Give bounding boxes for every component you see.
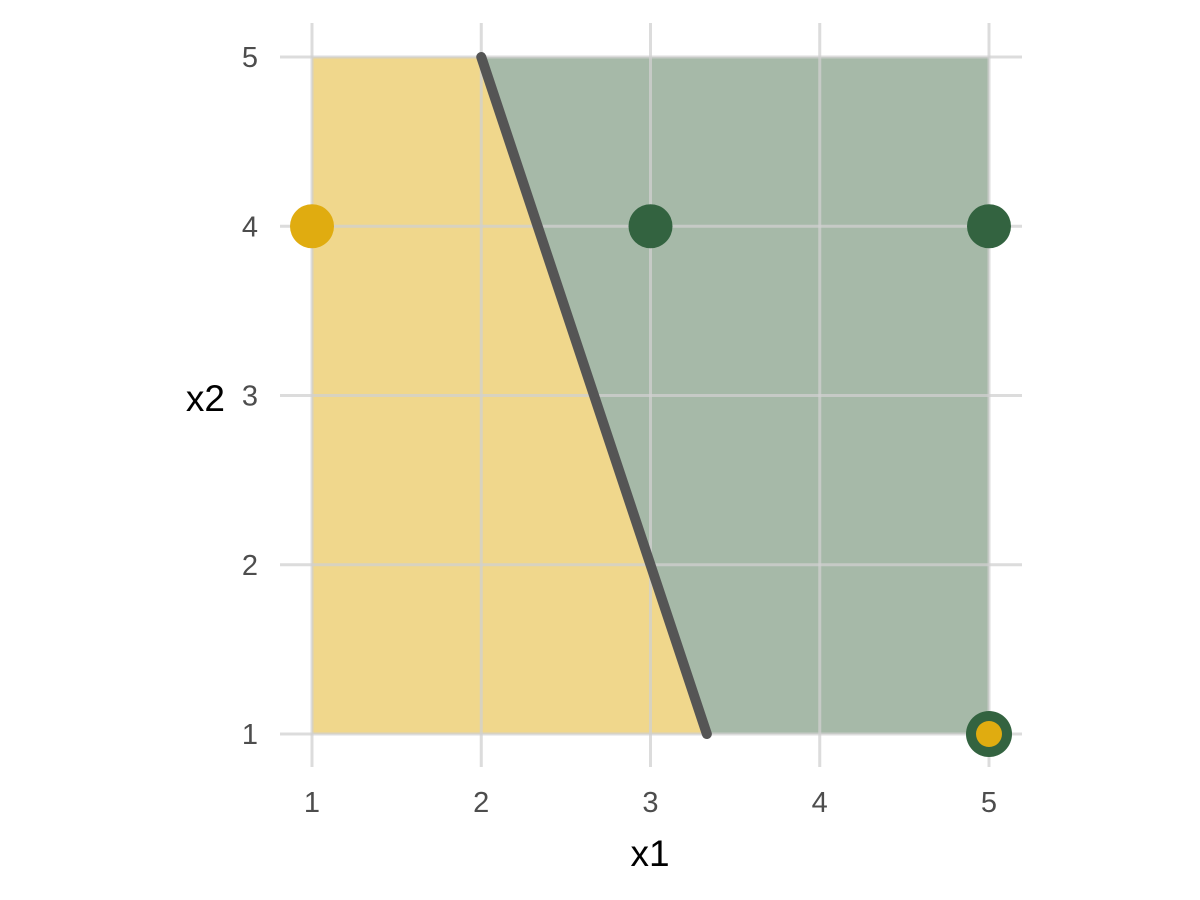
data-points xyxy=(290,204,1012,757)
decision-boundary-layer xyxy=(476,52,712,739)
y-axis-title: x2 xyxy=(186,378,225,419)
y-tick-label-3: 3 xyxy=(242,381,258,413)
y-tick-label-4: 4 xyxy=(242,211,258,243)
data-point-3 xyxy=(967,204,1011,249)
x-tick-label-1: 1 xyxy=(304,787,320,819)
x-tick-label-4: 4 xyxy=(812,787,828,819)
data-point-2 xyxy=(628,204,673,249)
y-tick-label-2: 2 xyxy=(242,550,258,582)
x-axis-tick-labels: 1 2 3 4 5 xyxy=(304,787,997,819)
y-tick-label-5: 5 xyxy=(242,42,258,74)
x-axis-title: x1 xyxy=(630,833,669,874)
data-point-fill xyxy=(290,204,334,249)
decision-boundary-line xyxy=(476,52,712,739)
y-axis-tick-labels: 1 2 3 4 5 xyxy=(242,42,258,751)
x-tick-label-2: 2 xyxy=(473,787,489,819)
data-point-fill xyxy=(628,204,673,249)
data-point-fill xyxy=(976,721,1002,747)
y-tick-label-1: 1 xyxy=(242,719,258,751)
data-point-1 xyxy=(290,204,334,249)
data-point-fill xyxy=(967,204,1011,249)
data-point-4 xyxy=(966,711,1012,757)
x-tick-label-3: 3 xyxy=(642,787,658,819)
x-tick-label-5: 5 xyxy=(981,787,997,819)
